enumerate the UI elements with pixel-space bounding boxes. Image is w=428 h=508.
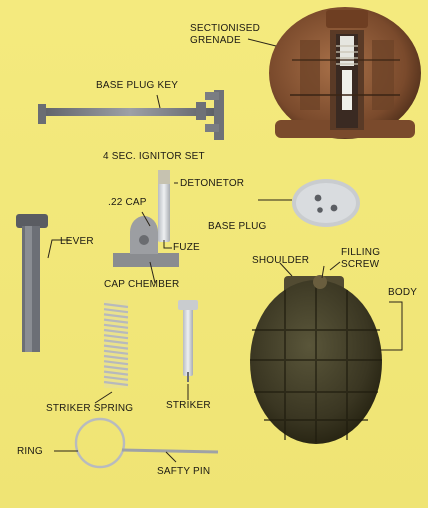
label-body: BODY — [388, 287, 418, 298]
spring-coil — [103, 365, 129, 371]
striker-part — [178, 300, 198, 382]
label-screw: SCREW — [341, 259, 380, 270]
label-ignitor-set: 4 SEC. IGNITOR SET — [103, 151, 205, 162]
label-detonetor: DETONETOR — [180, 178, 245, 189]
label-striker-spring: STRIKER SPRING — [46, 403, 134, 414]
base-plug-part — [292, 179, 360, 227]
spring-coil — [103, 334, 129, 340]
label-ring: RING — [17, 446, 43, 457]
sectionised-grenade — [269, 7, 421, 139]
label-safty-pin: SAFTY PIN — [157, 466, 211, 477]
ring-and-pin — [74, 417, 219, 469]
spring-coil — [103, 323, 129, 329]
leader-lines — [47, 38, 403, 463]
spring-coil — [103, 370, 129, 376]
spring-coil — [103, 302, 129, 309]
label-22-cap: .22 CAP — [108, 197, 147, 208]
spring-coil — [103, 339, 129, 345]
spring-coil — [103, 380, 129, 387]
spring-coil — [103, 313, 129, 319]
spring-coil — [103, 308, 129, 314]
label-striker: STRIKER — [166, 400, 211, 411]
label-grenade: GRENADE — [190, 35, 241, 46]
cap-chamber — [113, 216, 179, 267]
label-filling: FILLING — [341, 247, 381, 258]
label-cap-chember: CAP CHEMBER — [104, 279, 180, 290]
spring-coil — [103, 375, 129, 381]
label-lever: LEVER — [60, 236, 94, 247]
label-base-plug: BASE PLUG — [208, 221, 267, 232]
grenade-body — [250, 275, 382, 444]
spring-coil — [103, 318, 129, 324]
spring-coil — [103, 354, 129, 361]
spring-coil — [103, 328, 129, 335]
label-sectionised: SECTIONISED — [190, 23, 260, 34]
label-base-plug-key: BASE PLUG KEY — [96, 80, 179, 91]
lever-part — [16, 214, 48, 352]
label-shoulder: SHOULDER — [252, 255, 310, 266]
spring-coil — [103, 360, 129, 366]
label-fuze: FUZE — [173, 242, 200, 253]
base-plug-key — [38, 90, 224, 140]
spring-coil — [103, 344, 129, 350]
striker-spring-part — [103, 300, 129, 388]
spring-coil — [103, 349, 129, 355]
ignitor-set — [158, 170, 170, 242]
